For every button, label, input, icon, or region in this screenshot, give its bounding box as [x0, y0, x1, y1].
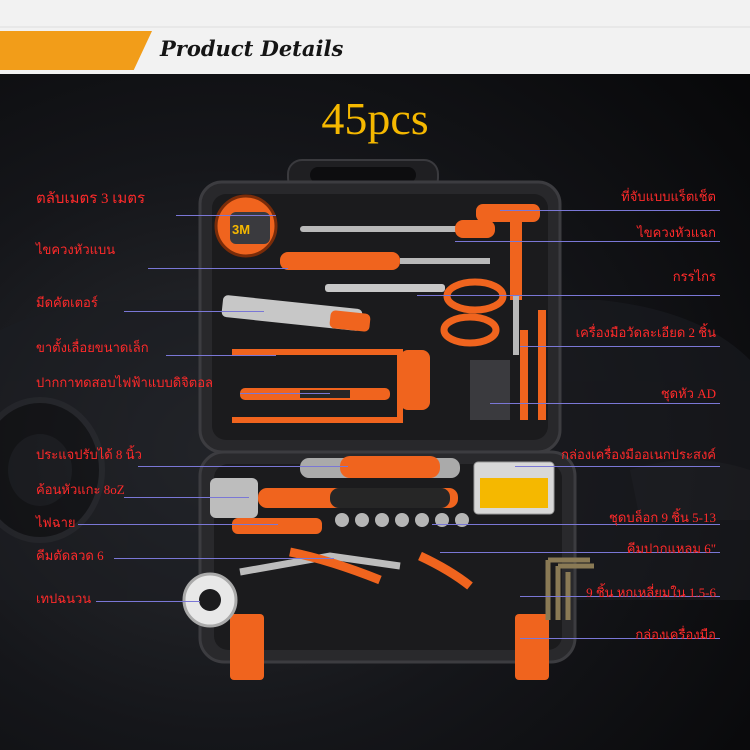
- label-tool-case: กล่องเครื่องมือ: [635, 627, 716, 642]
- label-precision-tools: เครื่องมือวัดละเอียด 2 ชิ้น: [575, 325, 716, 340]
- screwdrivers: [280, 220, 495, 270]
- leader-line: [96, 601, 200, 602]
- label-ratchet-handle: ที่จับแบบแร็ตเช็ต: [621, 189, 716, 204]
- leader-line: [417, 295, 720, 296]
- flashlight: [232, 518, 322, 534]
- ratchet-handle: [476, 204, 540, 355]
- leader-line: [176, 215, 276, 216]
- leader-line: [520, 638, 720, 639]
- leader-line: [520, 596, 720, 597]
- piece-count-headline: 45pcs: [321, 93, 429, 144]
- insulating-tape: [182, 572, 238, 628]
- bit-set: [470, 310, 546, 420]
- leader-line: [114, 558, 334, 559]
- leader-line: [432, 524, 720, 525]
- leader-line: [440, 552, 720, 553]
- leader-line: [166, 355, 276, 356]
- header-stripe: [0, 26, 750, 28]
- leader-line: [124, 497, 249, 498]
- hammer: [210, 478, 458, 518]
- leader-line: [124, 311, 264, 312]
- leader-line: [148, 268, 288, 269]
- label-flashlight: ไฟฉาย: [36, 515, 76, 530]
- tape-print: 3M: [232, 222, 250, 237]
- label-tape-measure: ตลับเมตร 3 เมตร: [36, 191, 146, 207]
- hacksaw: [232, 349, 430, 423]
- utility-knife: [221, 295, 371, 332]
- header-title: Product Details: [160, 36, 344, 61]
- leader-line: [500, 210, 720, 211]
- test-pen: [240, 388, 390, 400]
- label-scissors: กรรไกร: [672, 269, 716, 284]
- label-phillips-screwdriver: ไขควงหัวแฉก: [637, 225, 716, 240]
- leader-line: [455, 241, 720, 242]
- label-utility-knife: มีดคัตเตอร์: [36, 295, 98, 310]
- label-small-saw: ขาตั้งเลื่อยขนาดเล็ก: [36, 340, 149, 355]
- header-accent-tab: [0, 31, 152, 70]
- header-bar: Product Details: [0, 0, 750, 74]
- leader-line: [490, 403, 720, 404]
- label-insulating-tape: เทปฉนวน: [36, 591, 92, 606]
- label-flat-screwdriver: ไขควงหัวแบน: [36, 242, 116, 257]
- label-bit-set: ชุดหัว AD: [660, 386, 716, 401]
- label-hex-keys: 9 ชิ้น หกเหลี่ยมใน 1.5-6: [586, 585, 716, 600]
- leader-line: [240, 393, 330, 394]
- label-socket-set: ชุดบล็อก 9 ชิ้น 5-13: [609, 510, 716, 525]
- scissors: [325, 278, 507, 347]
- leader-line: [78, 524, 278, 525]
- label-adjustable-wrench: ประแจปรับได้ 8 นิ้ว: [36, 447, 142, 462]
- label-multipurpose-box: กล่องเครื่องมืออเนกประสงค์: [561, 447, 716, 462]
- leader-line: [520, 346, 720, 347]
- tape-measure: [214, 194, 278, 258]
- parts-box: [473, 461, 555, 515]
- leader-line: [138, 466, 348, 467]
- label-test-pen: ปากกาทดสอบไฟฟ้าแบบดิจิตอล: [36, 375, 214, 390]
- socket-set: [335, 513, 469, 527]
- leader-line: [515, 466, 720, 467]
- label-wire-cutter: คีมตัดลวด 6: [36, 548, 104, 563]
- label-needle-nose-pliers: คีมปากแหลม 6": [626, 541, 716, 556]
- label-hammer: ค้อนหัวแกะ 8oZ: [36, 482, 125, 497]
- adjustable-wrench: [300, 456, 460, 478]
- pliers: [239, 547, 473, 590]
